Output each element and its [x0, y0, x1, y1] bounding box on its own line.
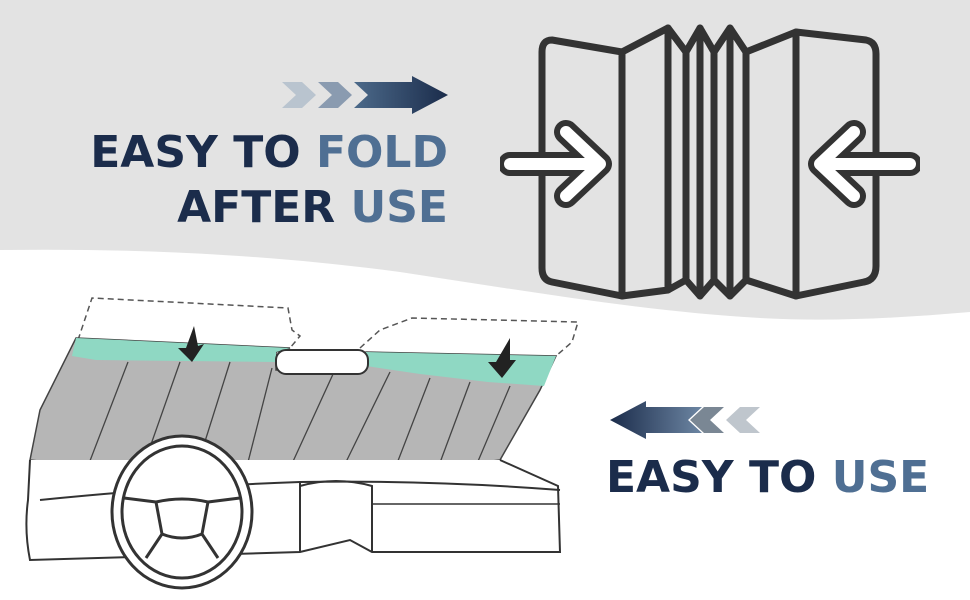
- install-down-arrow-icon: [178, 326, 516, 378]
- use-direction-arrow-icon: [610, 401, 760, 439]
- fold-headline-line2-part-a: AFTER: [177, 182, 351, 233]
- use-headline: EASY TO USE: [606, 456, 929, 500]
- windshield-sunshade-illustration: [25, 297, 580, 590]
- fold-headline-line2: AFTER USE: [177, 186, 448, 230]
- fold-headline-line1-part-b: FOLD: [315, 127, 448, 178]
- steering-wheel-icon: [110, 434, 254, 590]
- fold-headline-line2-part-b: USE: [350, 182, 448, 233]
- fold-headline-line1: EASY TO FOLD: [90, 131, 448, 175]
- fold-headline-line1-part-a: EASY TO: [90, 127, 316, 178]
- use-headline-part-a: EASY TO: [606, 452, 832, 503]
- compress-arrow-right-icon: [808, 120, 920, 208]
- use-headline-part-b: USE: [831, 452, 930, 503]
- compress-arrow-left-icon: [500, 120, 612, 208]
- rearview-mirror: [275, 349, 369, 375]
- folded-sunshade-icon: [500, 24, 920, 300]
- fold-direction-arrow-icon: [282, 76, 448, 114]
